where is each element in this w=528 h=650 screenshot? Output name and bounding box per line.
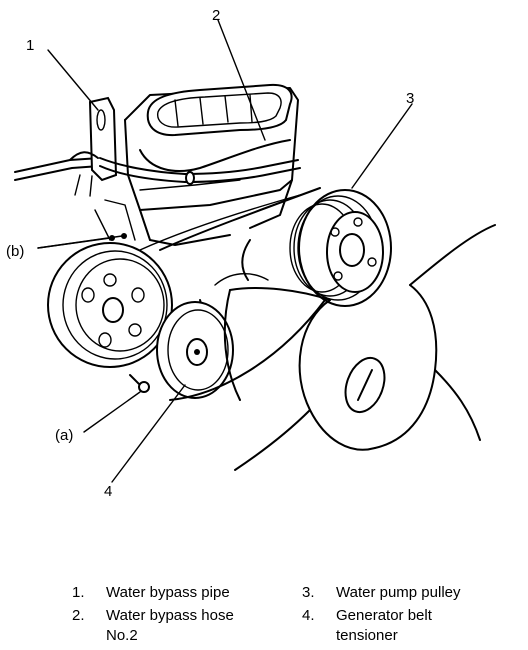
generator-belt-tensioner [156, 301, 234, 399]
leader-lines [37, 19, 413, 483]
water-bypass-pipe [14, 96, 186, 197]
water-pump-pulley [289, 189, 392, 307]
cooling-fan [229, 224, 496, 471]
legend-text-3: Water pump pulley [336, 584, 461, 601]
legend-num-1: 1. [72, 584, 85, 601]
callout-a: (a) [55, 427, 73, 444]
legend-num-3: 3. [302, 584, 315, 601]
callout-b: (b) [6, 243, 24, 260]
legend-text-4: Generator belt [336, 607, 432, 624]
callout-4: 4 [104, 483, 112, 500]
callout-3: 3 [406, 90, 414, 107]
legend-item-2: 2. Water bypass hose No.2 [72, 606, 282, 646]
legend-text-4b: tensioner [336, 627, 398, 644]
legend-text-2b: No.2 [106, 627, 138, 644]
crankshaft-pulley [47, 233, 173, 393]
legend-num-2: 2. [72, 607, 85, 624]
callout-2: 2 [212, 7, 220, 24]
callout-1: 1 [26, 37, 34, 54]
legend-item-1: 1. Water bypass pipe [72, 583, 272, 603]
lower-engine [214, 239, 269, 401]
drive-belt [139, 187, 326, 401]
legend-item-3: 3. Water pump pulley [302, 583, 522, 603]
intake-box [146, 83, 293, 137]
legend-num-4: 4. [302, 607, 315, 624]
water-bypass-hose [184, 159, 301, 185]
legend-item-4: 4. Generator belt tensioner [302, 606, 502, 646]
legend-text-1: Water bypass pipe [106, 584, 230, 601]
legend-text-2: Water bypass hose [106, 607, 234, 624]
